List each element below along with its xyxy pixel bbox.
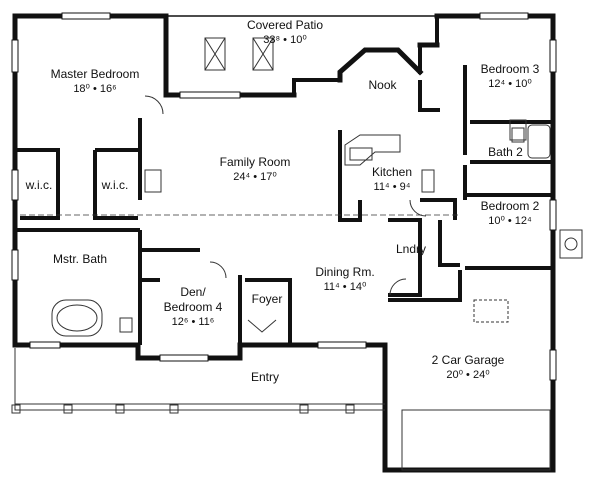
- room-master-bedroom: Master Bedroom 18⁰ • 16⁶: [30, 67, 160, 97]
- bedroom-3-name: Bedroom 3: [480, 62, 540, 76]
- garage-dims: 20⁰ • 24⁰: [446, 369, 490, 381]
- room-covered-patio: Covered Patio 33⁸ • 10⁰: [205, 18, 365, 48]
- room-bath-2: Bath 2: [478, 145, 533, 160]
- room-laundry: Lndry: [388, 242, 434, 257]
- room-dining: Dining Rm. 11⁴ • 14⁰: [300, 265, 390, 295]
- bath-2-name: Bath 2: [488, 145, 523, 159]
- covered-patio-name: Covered Patio: [246, 18, 324, 32]
- dining-name: Dining Rm.: [315, 265, 375, 279]
- room-family-room: Family Room 24⁴ • 17⁰: [195, 155, 315, 185]
- interior-walls: [15, 65, 553, 345]
- kitchen-dims: 11⁴ • 9⁴: [373, 181, 411, 193]
- room-wic-right: w.i.c.: [98, 178, 132, 193]
- den-dims: 12⁶ • 11⁶: [171, 316, 215, 328]
- wic-right-name: w.i.c.: [101, 178, 129, 192]
- room-bedroom-2: Bedroom 2 10⁰ • 12⁴: [470, 199, 550, 229]
- room-mstr-bath: Mstr. Bath: [45, 252, 115, 267]
- entry-name: Entry: [250, 370, 279, 384]
- room-wic-left: w.i.c.: [22, 178, 56, 193]
- room-den: Den/ Bedroom 4 12⁶ • 11⁶: [148, 285, 238, 330]
- room-foyer: Foyer: [242, 292, 292, 307]
- nook-name: Nook: [368, 78, 397, 92]
- room-kitchen: Kitchen 11⁴ • 9⁴: [362, 165, 422, 195]
- room-bedroom-3: Bedroom 3 12⁴ • 10⁰: [470, 62, 550, 92]
- mstr-bath-name: Mstr. Bath: [52, 252, 108, 266]
- bedroom-3-dims: 12⁴ • 10⁰: [488, 78, 532, 90]
- den-name: Den/: [180, 285, 206, 299]
- bedroom-2-name: Bedroom 2: [480, 199, 540, 213]
- kitchen-name: Kitchen: [371, 165, 413, 179]
- garage-name: 2 Car Garage: [431, 353, 505, 367]
- master-bedroom-name: Master Bedroom: [50, 67, 140, 81]
- den-name-2: Bedroom 4: [163, 300, 223, 314]
- windows: [11, 12, 557, 381]
- bedroom-2-dims: 10⁰ • 12⁴: [488, 215, 532, 227]
- dining-dims: 11⁴ • 14⁰: [323, 281, 367, 293]
- family-room-name: Family Room: [219, 155, 291, 169]
- room-garage: 2 Car Garage 20⁰ • 24⁰: [408, 353, 528, 383]
- room-entry: Entry: [235, 370, 295, 385]
- laundry-name: Lndry: [395, 242, 427, 256]
- fixtures: [11, 37, 583, 471]
- master-bedroom-dims: 18⁰ • 16⁶: [73, 83, 117, 95]
- covered-patio-dims: 33⁸ • 10⁰: [263, 34, 307, 46]
- wic-left-name: w.i.c.: [25, 178, 53, 192]
- foyer-name: Foyer: [251, 292, 283, 306]
- room-nook: Nook: [355, 78, 410, 93]
- family-room-dims: 24⁴ • 17⁰: [233, 171, 277, 183]
